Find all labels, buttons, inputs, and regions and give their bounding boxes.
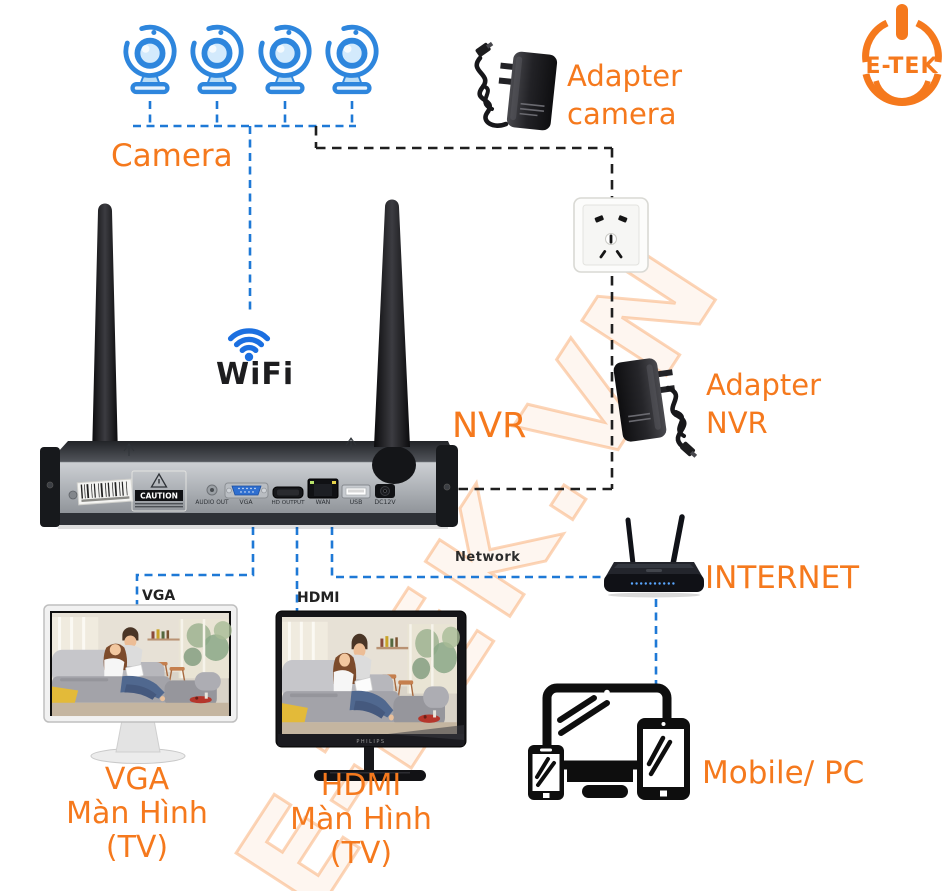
vga-monitor-caption: VGA Màn Hình (TV) (47, 763, 227, 865)
router-antenna-right (670, 514, 685, 567)
vga-caption-line3: (TV) (105, 830, 169, 865)
hdmi-port-tag: HDMI (297, 590, 340, 606)
internet-router (604, 514, 704, 598)
antenna-glyph (123, 437, 357, 456)
hdmi-port (272, 486, 304, 499)
vga-port (224, 482, 269, 499)
phone-icon (528, 745, 564, 800)
port-label-dc12v: DC12V (374, 499, 396, 506)
router-antenna-left (625, 517, 636, 567)
hdmi-caption-line1: HDMI (320, 768, 402, 803)
adapter-nvr-label: Adapter NVR (706, 366, 821, 442)
adapter-body (613, 358, 676, 442)
hdmi-monitor-caption: HDMI Màn Hình (TV) (266, 769, 456, 871)
dc12v-port (375, 484, 395, 498)
monitor-brand: PHILIPS (356, 739, 385, 745)
adapter-body (498, 51, 558, 131)
hdmi-monitor: PHILIPS (275, 610, 467, 781)
router-leds (630, 582, 675, 585)
mobile-pc-label: Mobile/ PC (702, 755, 865, 791)
network-label: Network (455, 550, 521, 565)
nvr-ports: AUDIO OUT VGA HD OUTPUT WAN (195, 478, 396, 506)
logo-power-bar (896, 4, 908, 40)
nvr-antenna-right (374, 199, 410, 447)
barcode-sticker (76, 478, 134, 506)
caution-text: CAUTION (140, 492, 178, 501)
adapter-nvr-label-line2: NVR (706, 406, 768, 440)
adapter-camera-label: Adapter camera (567, 57, 682, 133)
logo-text: E-TEK (865, 54, 938, 79)
vga-port-tag: VGA (142, 588, 176, 604)
camera-icon-4 (325, 24, 379, 95)
usb-port (341, 484, 371, 499)
power-socket (573, 197, 649, 273)
caution-label: CAUTION (131, 470, 187, 512)
vga-caption-line1: VGA (104, 762, 170, 797)
camera-icon-1 (123, 24, 177, 95)
adapter-camera-label-line2: camera (567, 97, 677, 131)
camera-label: Camera (111, 138, 233, 174)
adapter-nvr-image (613, 358, 698, 458)
nvr-label: NVR (452, 406, 527, 446)
port-label-hd-output: HD OUTPUT (271, 500, 305, 506)
adapter-camera-image (474, 41, 558, 131)
wan-port (307, 478, 339, 499)
nvr-antenna-left (92, 203, 118, 457)
nvr-device: CAUTION AUDIO OUT VGA HD OUTPUT (40, 199, 458, 529)
wifi-icon (227, 328, 271, 362)
camera-icon-3 (258, 24, 312, 95)
dc-barrel-plug (680, 441, 698, 458)
camera-icon-2 (190, 24, 244, 95)
etek-logo: E-TEK (862, 4, 942, 106)
hdmi-caption-line2: Màn Hình (290, 802, 432, 837)
internet-label: INTERNET (705, 560, 860, 596)
nvr-antenna-joint (372, 446, 416, 484)
dc-barrel-plug (475, 41, 494, 57)
tablet-icon (637, 718, 690, 800)
port-label-vga: VGA (239, 499, 253, 506)
mobile-pc-icon (528, 683, 690, 800)
adapter-nvr-label-line1: Adapter (706, 368, 822, 402)
port-label-wan: WAN (316, 499, 331, 506)
port-label-audio-out: AUDIO OUT (195, 500, 229, 506)
vga-caption-line2: Màn Hình (66, 796, 208, 831)
vga-monitor (43, 604, 238, 764)
wifi-label: WiFi (216, 357, 295, 392)
hdmi-caption-line3: (TV) (329, 836, 393, 871)
adapter-camera-label-line1: Adapter (567, 59, 683, 93)
blue-dashed-lines (133, 101, 658, 684)
port-label-usb: USB (350, 499, 363, 506)
